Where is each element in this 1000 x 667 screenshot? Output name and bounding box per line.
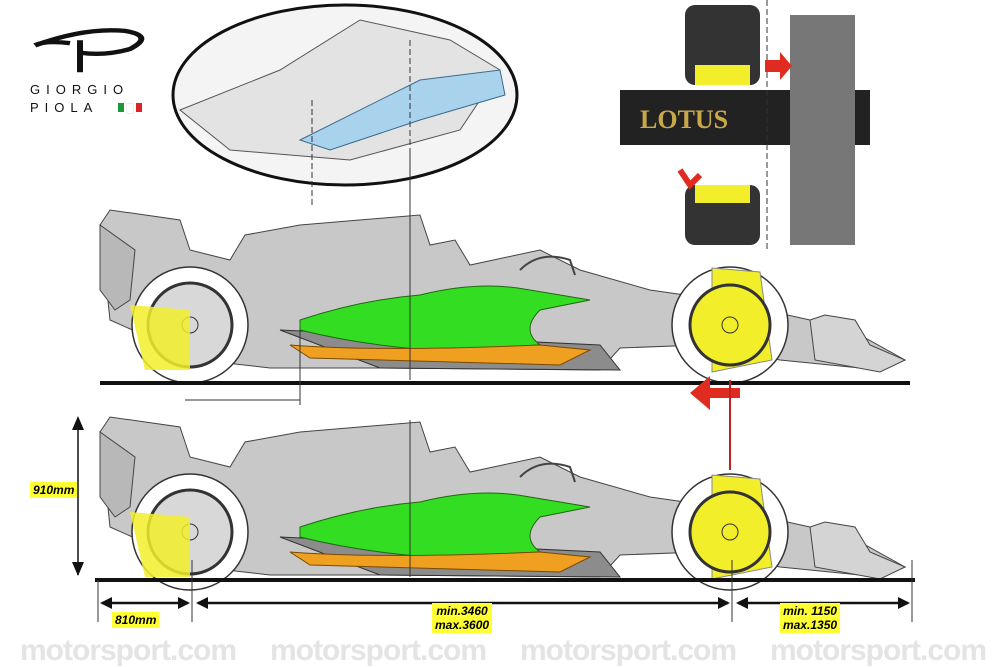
height-label: 910mm [30,482,78,498]
italian-flag-icon [118,103,142,114]
front-overhang-label: min. 1150 max.1350 [780,603,841,633]
rear-overhang-label: 810mm [112,612,160,628]
gp-monogram-icon [33,28,145,73]
watermark: motorsport.com [770,634,987,667]
wheelbase-label: min.3460 max.3600 [432,603,493,633]
wheelbase-max: max.3600 [435,618,490,632]
front-overhang-min: min. 1150 [783,604,837,618]
logo-line2: PIOLA [30,100,99,115]
car-2021 [98,208,907,385]
top-view-inset: LOTUS [620,0,870,250]
logo-line1: GIORGIO [30,82,130,97]
lotus-livery: LOTUS [640,105,728,134]
watermark: motorsport.com [270,634,487,667]
watermark: motorsport.com [20,634,237,667]
arrow-icon [690,376,740,410]
car-2022 [98,415,907,592]
front-overhang-max: max.1350 [783,618,838,632]
wheelbase-min: min.3460 [436,604,488,618]
watermark: motorsport.com [520,634,737,667]
